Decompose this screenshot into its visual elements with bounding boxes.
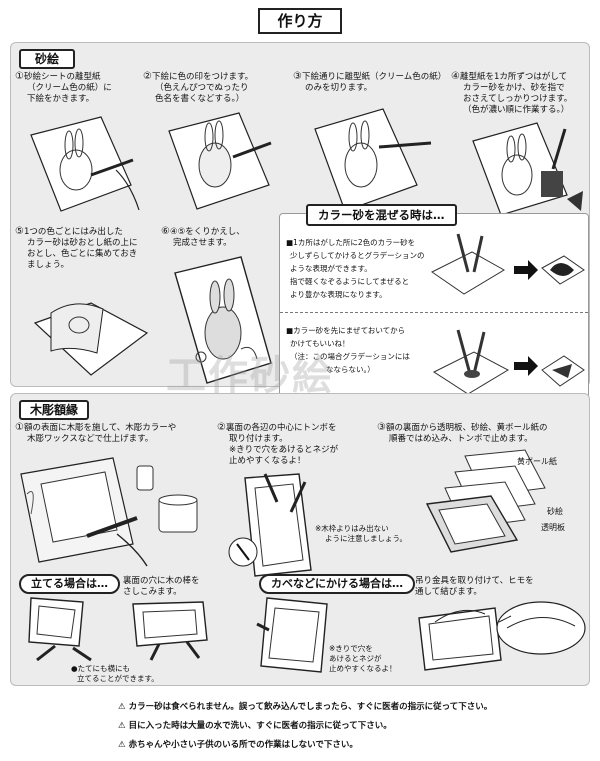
step4-illustration bbox=[467, 119, 587, 217]
mixing-title: カラー砂を混ぜる時は… bbox=[306, 204, 457, 226]
frame-step-1: ①額の表面に木彫を施して、木彫カラーや 木彫ワックスなどで仕上げます。 bbox=[15, 422, 176, 445]
sand-step-2: ②下絵に色の印をつけます。 （色えんぴつでぬったり 色名を書くなどする。） bbox=[143, 71, 253, 105]
hanging-instructions: 吊り金具を取り付けて、ヒモを 通して結びます。 bbox=[415, 576, 534, 598]
warning-1: ⚠カラー砂は食べられません。誤って飲み込んでしまったら、すぐに医者の指示に従って… bbox=[118, 700, 492, 712]
hanging-title: カベなどにかける場合は… bbox=[259, 574, 415, 594]
frame-step-2: ②裏面の各辺の中心にトンボを 取り付けます。 ※きりで穴をあけるとネジが 止めや… bbox=[217, 422, 338, 467]
warning-3: ⚠赤ちゃんや小さい子供のいる所での作業はしないで下さい。 bbox=[118, 738, 358, 750]
hanging-wire-illustration bbox=[415, 598, 587, 674]
warning-2: ⚠目に入った時は大量の水で洗い、すぐに医者の指示に従って下さい。 bbox=[118, 719, 392, 731]
frame-step1-illustration bbox=[17, 454, 207, 570]
standing-note: ●たてにも横にも 立てることができます。 bbox=[71, 664, 159, 684]
sand-painting-section: 砂絵 ①砂絵シートの離型紙 （クリーム色の紙）に 下絵をかきます。 ②下絵に色の… bbox=[10, 42, 590, 387]
standing-instructions: 裏面の穴に木の棒を さしこみます。 bbox=[123, 576, 200, 598]
step5-illustration bbox=[31, 283, 151, 383]
mixing-divider bbox=[280, 312, 588, 313]
sand-step-6: ⑥④⑤をくりかえし、 完成させます。 bbox=[161, 226, 245, 249]
step3-illustration bbox=[307, 105, 447, 215]
sand-step-4: ④離型紙を1カ所ずつはがして カラー砂をかけ、砂を指で おさえてしっかりつけます… bbox=[451, 71, 572, 116]
hanging-note: ※きりで穴を あけるとネジが 止めやすくなるよ！ bbox=[329, 644, 397, 674]
frame-step2-illustration bbox=[225, 472, 315, 580]
sand-section-label: 砂絵 bbox=[19, 49, 75, 69]
frame-section-label: 木彫額縁 bbox=[19, 400, 89, 420]
page-title: 作り方 bbox=[258, 8, 342, 34]
step2-illustration bbox=[161, 109, 273, 213]
mixing-gradient-illustration bbox=[428, 232, 586, 308]
hanging-frame-back-illustration bbox=[251, 594, 341, 680]
standing-frame-landscape-illustration bbox=[129, 600, 229, 664]
sand-step-5: ⑤1つの色ごとにはみ出した カラー砂は砂おとし紙の上に おとし、色ごとに集めてお… bbox=[15, 226, 138, 271]
label-yellow-board: 黄ボール紙 bbox=[517, 456, 557, 467]
step1-illustration bbox=[21, 115, 141, 215]
wood-frame-section: 木彫額縁 ①額の表面に木彫を施して、木彫カラーや 木彫ワックスなどで仕上げます。… bbox=[10, 393, 590, 686]
frame-wood-note: ※木枠よりはみ出ない ように注意しましょう。 bbox=[315, 524, 407, 544]
standing-frame-illustration bbox=[25, 594, 105, 664]
sand-step-1: ①砂絵シートの離型紙 （クリーム色の紙）に 下絵をかきます。 bbox=[15, 71, 112, 105]
label-clear-board: 透明板 bbox=[541, 522, 565, 533]
sand-step-3: ③下絵通りに離型紙（クリーム色の紙） のみを切ります。 bbox=[293, 71, 446, 94]
frame-step-3: ③額の裏面から透明板、砂絵、黄ボール紙の 順番ではめ込み、トンボで止めます。 bbox=[377, 422, 547, 445]
standing-title: 立てる場合は… bbox=[19, 574, 120, 594]
label-sand-painting: 砂絵 bbox=[547, 506, 563, 517]
mixing-text-1: ■1カ所はがした所に2色のカラー砂を 少しずらしてかけるとグラデーションの よう… bbox=[286, 236, 424, 301]
